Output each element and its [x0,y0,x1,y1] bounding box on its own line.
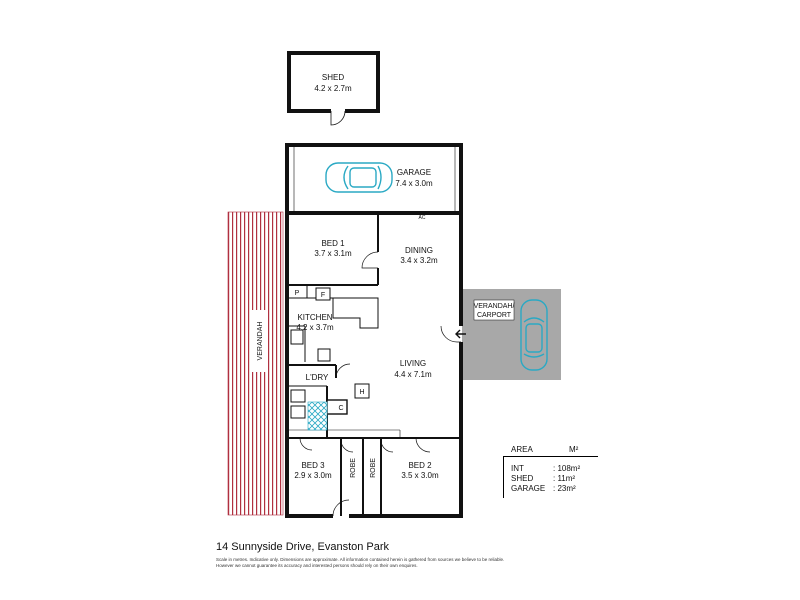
bed1-label: BED 1 [321,239,345,248]
area-row-label: GARAGE [511,484,546,493]
carport: VERANDAH/ CARPORT [462,289,561,380]
cupboard-label: C [338,405,343,412]
garage: GARAGE 7.4 x 3.0m [285,143,463,213]
kitchen-label: KITCHEN [297,313,332,322]
shower-tiles [307,401,328,431]
side-verandah: VERANDAH [227,211,284,516]
pantry-label: P [295,290,300,297]
kitchen-size: 4.2 x 3.7m [296,323,334,332]
fridge-label: F [321,292,325,299]
bed1-size: 3.7 x 3.1m [314,249,352,258]
garage-size: 7.4 x 3.0m [395,179,433,188]
disclaimer-text: Scale in metres. Indicative only. Dimens… [216,557,505,568]
area-row-value: : 108m² [553,464,581,473]
dining-label: DINING [405,246,433,255]
laundry-label: L'DRY [306,373,329,382]
area-table: AREA M² INT : 108m² SHED : 11m² GARAGE :… [503,444,598,498]
entry-arrow-icon [455,329,466,339]
dining-size: 3.4 x 3.2m [400,256,438,265]
property-address: 14 Sunnyside Drive, Evanston Park [216,541,390,553]
bed3-label: BED 3 [301,461,325,470]
door-swings [299,251,461,517]
heater-label: H [359,389,364,396]
house-walls [285,211,463,518]
verandah-label: VERANDAH [257,322,264,361]
shed: SHED 4.2 x 2.7m [287,51,380,126]
area-row-label: INT [511,464,524,473]
living-label: LIVING [400,359,426,368]
carport-label-line2: CARPORT [477,312,512,319]
shed-size: 4.2 x 2.7m [314,84,352,93]
robe-left-label: ROBE [350,458,357,478]
carport-car-icon [520,299,548,371]
area-row-label: SHED [511,474,534,483]
robe-right-label: ROBE [370,458,377,478]
area-header-unit: M² [569,445,579,454]
carport-label-line1: VERANDAH/ [474,303,515,310]
area-table-rule [503,456,504,498]
bed3-size: 2.9 x 3.0m [294,471,332,480]
bed2-size: 3.5 x 3.0m [401,471,439,480]
living-size: 4.4 x 7.1m [394,370,432,379]
area-table-header: AREA M² [503,444,598,457]
garage-label: GARAGE [397,168,431,177]
area-row-value: : 23m² [553,484,576,493]
area-row-value: : 11m² [553,474,576,483]
aircon-label: AC [419,215,426,221]
area-header-label: AREA [511,445,533,454]
bed2-label: BED 2 [408,461,432,470]
garage-car-icon [325,162,393,193]
shed-label: SHED [322,73,344,82]
